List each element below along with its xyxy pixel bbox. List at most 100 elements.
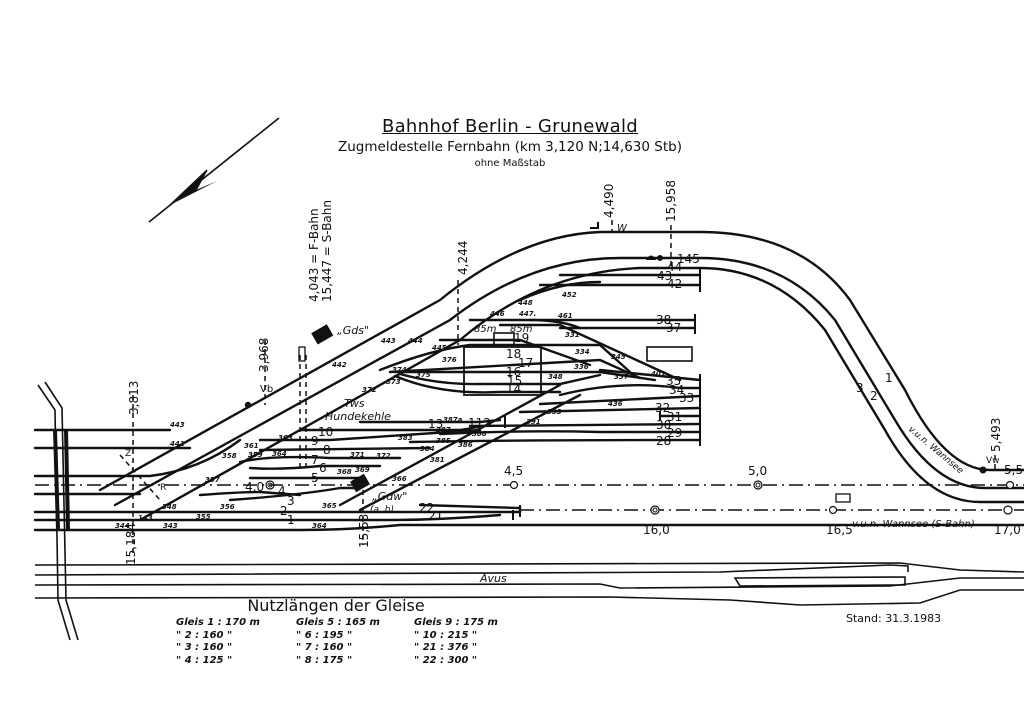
switch-384: 384 — [420, 445, 435, 453]
km-labels: 3,813 3,968 4,043 = F-Bahn 15,447 = S-Ba… — [124, 180, 1023, 565]
switch-383: 383 — [398, 434, 413, 442]
track-34: 34 — [669, 383, 684, 397]
avus-label: Avus — [479, 572, 507, 585]
legend-column: Gleis 9 : 175 m" 10 : 215 "" 21 : 376 ""… — [414, 617, 524, 667]
km-4244: 4,244 — [456, 241, 470, 275]
km-1553: 15,53 — [357, 514, 371, 548]
km-4-0: 4,0 — [245, 480, 264, 494]
track-30: 30 — [656, 418, 671, 432]
vw-label: Vw — [986, 456, 1000, 466]
track-44: 44 — [667, 260, 682, 274]
switch-345: 345 — [611, 353, 626, 361]
switch-343: 343 — [163, 522, 178, 530]
switch-445: 445 — [432, 344, 447, 352]
km-post-icon — [828, 505, 838, 515]
legend-row: " 21 : 376 " — [414, 642, 478, 653]
km-4043: 4,043 = F-Bahn — [307, 208, 321, 302]
legend-row: " 22 : 300 " — [414, 654, 478, 666]
legend-row: " 3 : 160 " — [176, 642, 233, 653]
gdw-sub-label: (a. b) — [370, 505, 394, 515]
switch-444: 444 — [408, 337, 423, 345]
switch-355: 355 — [196, 513, 211, 521]
switch-363: 363 — [278, 434, 293, 442]
legend-column: Gleis 1 : 170 m" 2 : 160 "" 3 : 160 "" 4… — [176, 617, 296, 667]
switch-369: 369 — [355, 466, 370, 474]
track-37: 37 — [666, 321, 681, 335]
km-post-icon — [1005, 480, 1015, 490]
track-43: 43 — [657, 269, 672, 283]
track-22: 22 — [419, 501, 434, 515]
switch-376: 376 — [442, 356, 457, 364]
switch-368: 368 — [337, 468, 352, 476]
legend-row: Gleis 1 : 170 m — [176, 617, 260, 628]
km-16-0: 16,0 — [643, 523, 670, 537]
track-6: 6 — [319, 461, 327, 475]
track-33: 33 — [679, 391, 694, 405]
switch-372b: 372 — [362, 386, 377, 394]
track-145: 145 — [677, 252, 700, 266]
switch-452: 452 — [562, 291, 577, 299]
track-length-legend: Nutzlängen der Gleise Gleis 1 : 170 m" 2… — [176, 596, 516, 667]
track-18: 18 — [506, 347, 521, 361]
switch-391: 391 — [526, 418, 541, 426]
stand-date: Stand: 31.3.1983 — [846, 612, 942, 625]
km-15958: 15,958 — [664, 180, 678, 222]
km-dash-markers — [119, 220, 996, 555]
km-17-0: 17,0 — [994, 523, 1021, 537]
switch-375: 375 — [416, 371, 431, 379]
track-14: 14 — [506, 382, 521, 396]
legend-grid: Gleis 1 : 170 m" 2 : 160 "" 3 : 160 "" 4… — [176, 617, 516, 667]
hundekehle-label: Hundekehle — [325, 410, 391, 423]
track-112: 112 — [468, 416, 491, 430]
km-post-icon — [267, 482, 273, 488]
signal-icon — [244, 401, 252, 409]
km-15184: 15,184 — [124, 523, 138, 565]
km-post-icon — [650, 505, 660, 515]
length-85b: 85m — [510, 324, 533, 335]
switch-401: 401 — [651, 370, 666, 378]
switch-359: 359 — [248, 451, 263, 459]
signals — [244, 222, 1015, 515]
switch-373: 373 — [386, 378, 401, 386]
switch-371: 371 — [350, 451, 365, 459]
track-19: 19 — [514, 331, 529, 345]
switch-366: 366 — [392, 475, 407, 483]
switch-436: 436 — [608, 400, 623, 408]
switch-361: 361 — [244, 442, 259, 450]
switch-143: 143 — [138, 514, 153, 522]
legend-row: " 4 : 125 " — [176, 654, 233, 666]
yard-tracks-left — [33, 428, 1024, 532]
track-31: 31 — [667, 410, 682, 424]
legend-row: Gleis 9 : 175 m — [414, 617, 498, 628]
switch-372: 372 — [376, 452, 391, 460]
main-track-3: 3 — [856, 381, 864, 395]
km-post-icon — [265, 480, 275, 490]
track-group-1-10 — [198, 415, 522, 520]
km-post-icon — [1003, 505, 1013, 515]
w-label: W — [617, 223, 628, 234]
switch-357: 357 — [205, 476, 220, 484]
switch-364a: 364 — [272, 450, 287, 458]
track-number-labels: 1 2 3 4 5 6 7 8 9 10 13 112 14 15 16 17 … — [278, 252, 893, 527]
track-4: 4 — [278, 484, 286, 498]
legend-row: " 7 : 160 " — [296, 642, 353, 653]
km-15447: 15,447 = S-Bahn — [320, 200, 334, 302]
switch-358: 358 — [222, 452, 237, 460]
switch-461: 461 — [558, 312, 573, 320]
km-16-5: 16,5 — [826, 523, 853, 537]
scale-note: ohne Maßstab — [474, 158, 546, 169]
km-3813: 3,813 — [127, 381, 141, 415]
switch-385: 385 — [436, 437, 451, 445]
track-5: 5 — [311, 471, 319, 485]
switch-448: 448 — [518, 299, 533, 307]
legend-row: " 10 : 215 " — [414, 629, 478, 641]
track-21: 21 — [428, 509, 443, 523]
km-post-icon — [509, 480, 519, 490]
track-7: 7 — [311, 453, 319, 467]
km-4490: 4,490 — [602, 184, 616, 218]
main-track-2: 2 — [870, 389, 878, 403]
track-17: 17 — [518, 356, 533, 370]
km-4-5: 4,5 — [504, 464, 523, 478]
switch-386: 386 — [458, 441, 473, 449]
gds-label: „Gds" — [337, 324, 369, 337]
